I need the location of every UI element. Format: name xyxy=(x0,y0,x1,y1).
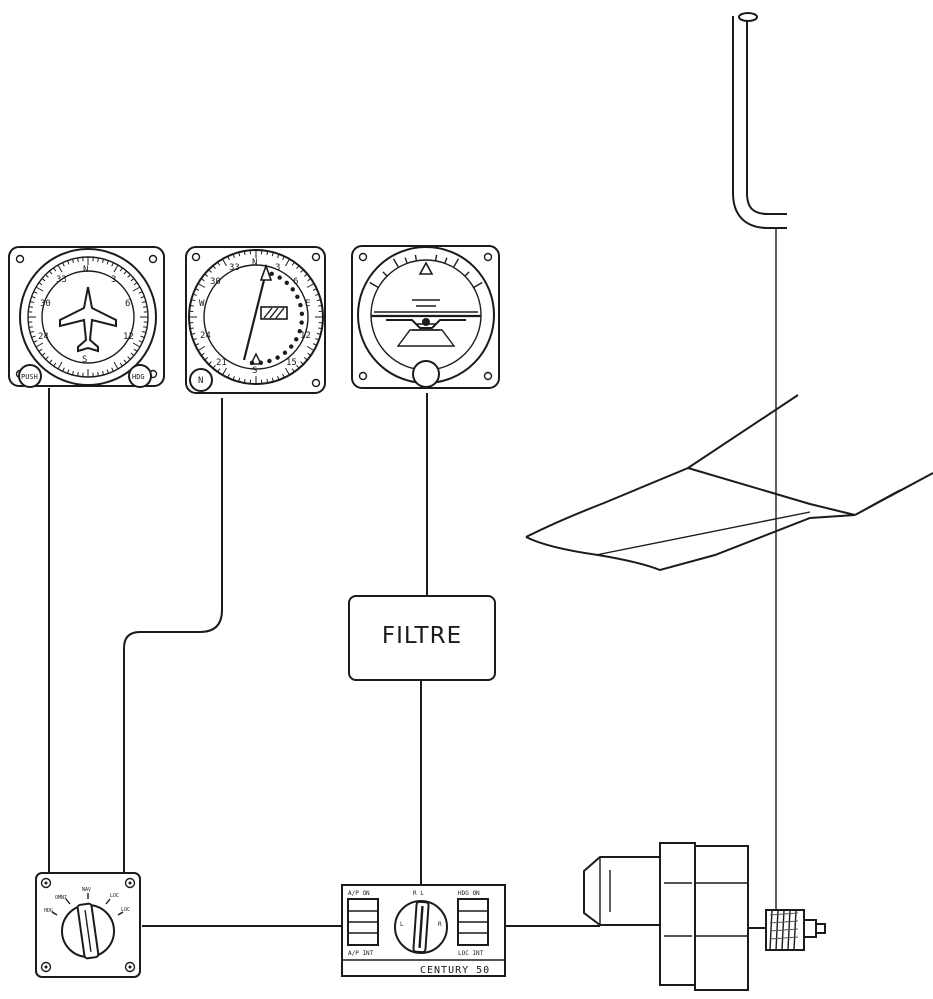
svg-text:N: N xyxy=(252,258,257,268)
aileron-wing-icon xyxy=(525,394,933,572)
servo-actuator-icon xyxy=(583,842,826,991)
servo-pulley xyxy=(765,909,805,951)
filter-label: FILTRE xyxy=(381,623,463,649)
right-rocker xyxy=(457,898,489,946)
autopilot-controller-icon: A/P ON HDG ON R L L R A/P INT LOC INT xyxy=(341,884,506,977)
svg-text:LOC: LOC xyxy=(110,893,119,899)
svg-text:R: R xyxy=(438,921,442,928)
svg-text:30: 30 xyxy=(210,277,221,287)
svg-text:3: 3 xyxy=(275,263,280,273)
svg-text:NAV: NAV xyxy=(82,887,91,893)
controller-brand-label: CENTURY 50 xyxy=(420,965,491,976)
svg-text:OMNI: OMNI xyxy=(55,895,67,901)
svg-text:12: 12 xyxy=(123,332,134,342)
control-stick-icon xyxy=(732,12,787,229)
svg-text:HDG: HDG xyxy=(132,373,145,381)
svg-text:N: N xyxy=(198,376,203,386)
svg-text:A/P INT: A/P INT xyxy=(348,950,374,957)
filter-box xyxy=(348,595,496,681)
svg-text:6: 6 xyxy=(293,277,298,287)
svg-text:W: W xyxy=(199,299,205,309)
svg-text:LOC INT: LOC INT xyxy=(458,950,484,957)
svg-text:HDG ON: HDG ON xyxy=(458,890,480,897)
svg-text:33: 33 xyxy=(229,263,240,273)
svg-text:E: E xyxy=(305,299,310,309)
svg-text:24: 24 xyxy=(200,331,211,341)
svg-text:HDG: HDG xyxy=(44,908,53,914)
heading-indicator-icon: N 33 3 30 6 24 12 S PUSH HDG xyxy=(8,246,165,388)
svg-text:A/P ON: A/P ON xyxy=(348,890,370,897)
svg-text:L: L xyxy=(400,921,404,928)
svg-text:3: 3 xyxy=(111,275,116,285)
svg-text:N: N xyxy=(83,265,88,275)
svg-text:LOC: LOC xyxy=(121,907,130,913)
hsi-compass-icon: N 33 3 30 6 W E 24 12 21 15 S N xyxy=(185,246,326,394)
svg-text:30: 30 xyxy=(40,299,51,309)
left-rocker xyxy=(347,898,379,946)
wiring xyxy=(48,225,777,927)
svg-text:33: 33 xyxy=(56,275,67,285)
svg-text:21: 21 xyxy=(216,358,227,368)
mode-selector-icon: HDG OMNI NAV LOC LOC xyxy=(35,872,141,978)
svg-text:R L: R L xyxy=(413,890,424,897)
svg-text:12: 12 xyxy=(300,331,311,341)
svg-text:6: 6 xyxy=(125,299,130,309)
svg-text:PUSH: PUSH xyxy=(21,373,38,381)
svg-text:S: S xyxy=(252,366,257,376)
svg-text:15: 15 xyxy=(286,358,297,368)
svg-text:S: S xyxy=(82,355,87,365)
attitude-indicator-icon xyxy=(351,245,500,389)
hsi-wire xyxy=(123,398,223,875)
svg-text:24: 24 xyxy=(38,332,49,342)
